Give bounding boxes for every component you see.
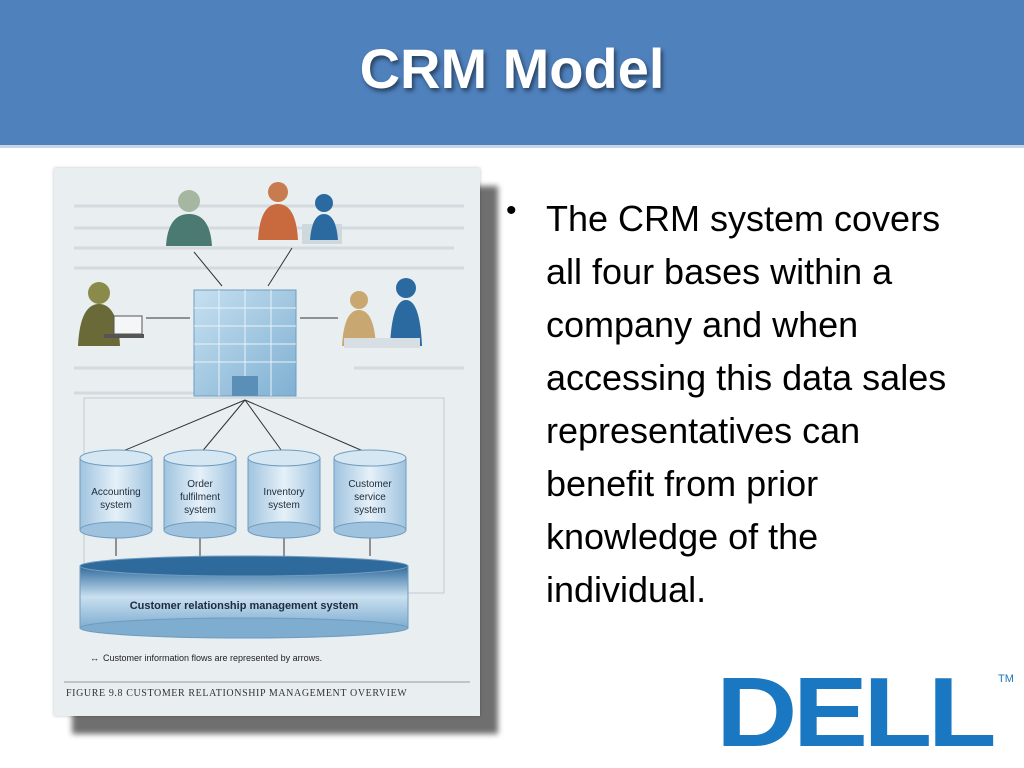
dell-logo: DELL TM	[716, 664, 1014, 754]
cylinder-order	[163, 449, 237, 539]
person-phone-icon	[166, 190, 212, 246]
cylinder-customer-service	[333, 449, 407, 539]
flow-arrows	[115, 247, 371, 556]
office-building-icon	[193, 289, 297, 397]
svg-text:TM: TM	[998, 673, 1014, 685]
crm-cylinder	[79, 555, 409, 639]
crm-diagram	[64, 182, 470, 683]
bullet-icon: •	[506, 194, 517, 227]
figure-legend: ↔Customer information flows are represen…	[90, 653, 323, 663]
title-bar: CRM Model	[0, 0, 1024, 148]
cylinder-inventory	[247, 449, 321, 539]
cylinder-accounting	[79, 449, 153, 539]
people-meeting-icon	[258, 182, 342, 244]
bullet-text: The CRM system covers all four bases wit…	[546, 198, 947, 610]
system-cylinders	[79, 449, 407, 539]
person-laptop-icon	[78, 282, 144, 346]
crm-system-label: Customer relationship management system	[129, 600, 359, 612]
double-arrow-icon: ↔	[90, 653, 99, 663]
figure-caption: FIGURE 9.8 CUSTOMER RELATIONSHIP MANAGEM…	[66, 688, 408, 699]
person-counter-icon	[342, 278, 422, 348]
svg-text:DELL: DELL	[716, 664, 993, 754]
slide-title: CRM Model	[359, 37, 665, 100]
